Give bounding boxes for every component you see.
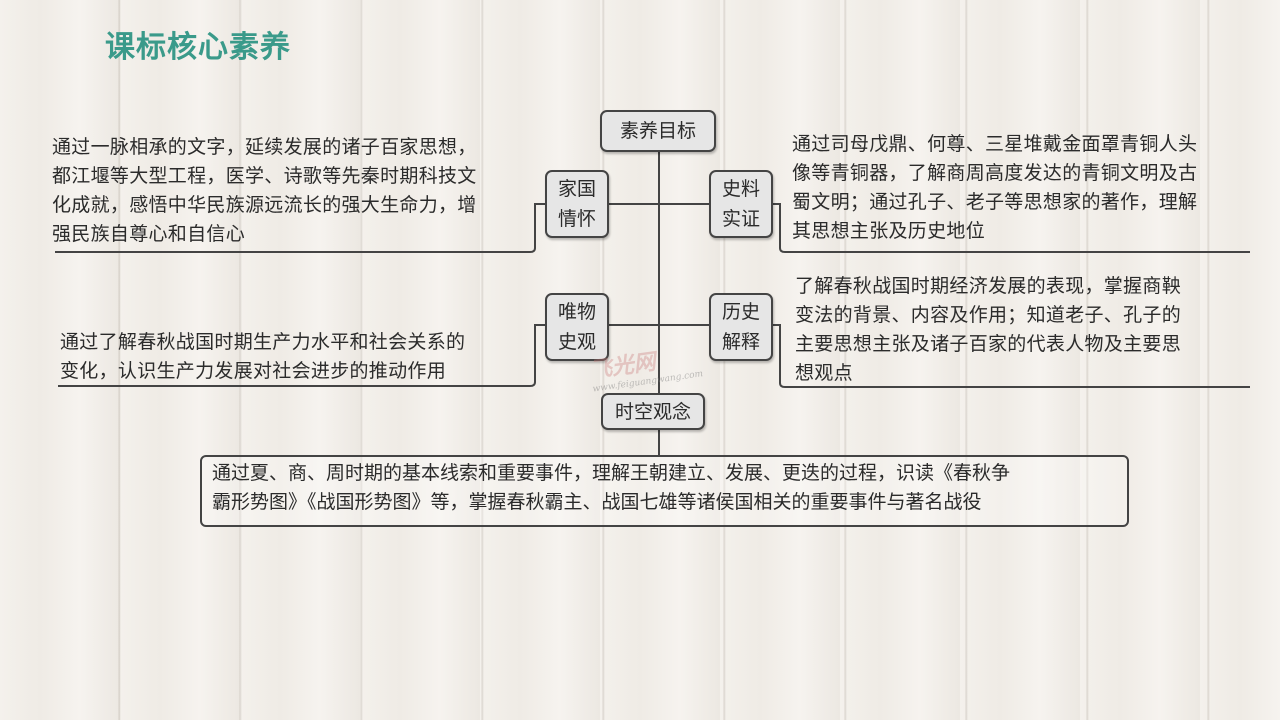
text-line: 想观点 xyxy=(795,362,853,384)
text-line: 像等青铜器，了解商周高度发达的青铜文明及古 xyxy=(792,162,1198,184)
text-line: 通过夏、商、周时期的基本线索和重要事件，理解王朝建立、发展、更迭的过程，识读《春… xyxy=(212,462,1011,484)
text-weiwu: 通过了解春秋战国时期生产力水平和社会关系的 变化，认识生产力发展对社会进步的推动… xyxy=(60,328,465,386)
node-weiwu-shiguan: 唯物史观 xyxy=(545,293,609,361)
text-line: 蜀文明；通过孔子、老子等思想家的著作，理解 xyxy=(792,191,1198,213)
text-line: 化成就，感悟中华民族源远流长的强大生命力，增 xyxy=(52,194,477,216)
text-line: 通过一脉相承的文字，延续发展的诸子百家思想， xyxy=(52,136,477,158)
text-shikong-box: 通过夏、商、周时期的基本线索和重要事件，理解王朝建立、发展、更迭的过程，识读《春… xyxy=(200,455,1129,527)
node-shiliao-shizheng: 史料实证 xyxy=(709,170,773,238)
text-shiliao: 通过司母戊鼎、何尊、三星堆戴金面罩青铜人头 像等青铜器，了解商周高度发达的青铜文… xyxy=(792,130,1197,246)
text-line: 变法的背景、内容及作用；知道老子、孔子的 xyxy=(795,304,1182,326)
text-line: 霸形势图》《战国形势图》等，掌握春秋霸主、战国七雄等诸侯国相关的重要事件与著名战… xyxy=(212,491,982,513)
node-label: 史料 xyxy=(721,178,760,200)
node-shikong-guannian: 时空观念 xyxy=(601,393,705,430)
text-line: 都江堰等大型工程，医学、诗歌等先秦时期科技文 xyxy=(52,165,477,187)
node-label: 唯物 xyxy=(557,301,596,323)
node-label: 情怀 xyxy=(557,208,596,230)
text-line: 通过司母戊鼎、何尊、三星堆戴金面罩青铜人头 xyxy=(792,133,1198,155)
node-lishi-jieshi: 历史解释 xyxy=(709,293,773,361)
text-line: 其思想主张及历史地位 xyxy=(792,220,986,242)
node-label: 解释 xyxy=(721,331,760,353)
node-label: 实证 xyxy=(721,208,760,230)
text-lishi: 了解春秋战国时期经济发展的表现，掌握商鞅 变法的背景、内容及作用；知道老子、孔子… xyxy=(795,272,1181,388)
text-line: 了解春秋战国时期经济发展的表现，掌握商鞅 xyxy=(795,275,1182,297)
text-line: 通过了解春秋战国时期生产力水平和社会关系的 xyxy=(60,331,466,353)
node-label: 历史 xyxy=(721,301,760,323)
text-line: 变化，认识生产力发展对社会进步的推动作用 xyxy=(60,360,447,382)
page-title: 课标核心素养 xyxy=(105,30,291,65)
node-label: 家国 xyxy=(557,178,596,200)
node-label: 史观 xyxy=(557,331,596,353)
text-jiaguo: 通过一脉相承的文字，延续发展的诸子百家思想， 都江堰等大型工程，医学、诗歌等先秦… xyxy=(52,133,477,249)
center-node: 素养目标 xyxy=(600,110,716,152)
text-line: 主要思想主张及诸子百家的代表人物及主要思 xyxy=(795,333,1182,355)
node-jiaguo-qinghuai: 家国情怀 xyxy=(545,170,609,238)
text-line: 强民族自尊心和自信心 xyxy=(52,223,246,245)
